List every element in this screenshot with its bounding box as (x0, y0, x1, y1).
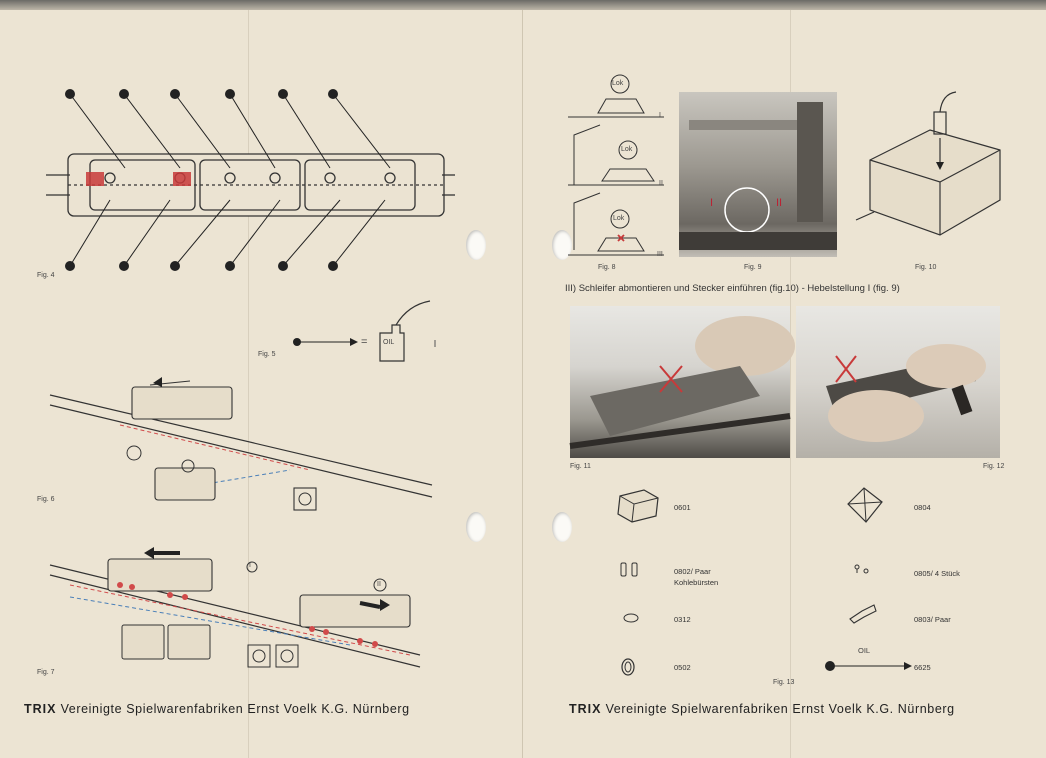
part-code-0805: 0805/ 4 Stück (914, 568, 960, 579)
fig12-photo (796, 306, 1000, 458)
part-desc: / Paar (690, 567, 711, 576)
fig6-caption: Fig. 6 (37, 496, 55, 503)
part-0802-icon (620, 562, 638, 577)
brand-name: TRIX (24, 702, 57, 716)
part-code-0804: 0804 (914, 503, 931, 512)
fig5-oil-diagram (293, 300, 436, 362)
punch-hole (466, 512, 486, 542)
company-name: Vereinigte Spielwarenfabriken Ernst Voel… (60, 702, 410, 716)
brand-name: TRIX (569, 702, 602, 716)
fig10-caption: Fig. 10 (915, 264, 937, 271)
fig6-wiring-diagram (49, 377, 433, 511)
part-desc-2: Kohlebürsten (674, 578, 719, 587)
part-desc: / Paar (930, 615, 951, 624)
center-fold (522, 10, 523, 758)
fig8-caption: Fig. 8 (598, 264, 616, 271)
part-0601-icon (617, 489, 659, 523)
fig7-dual-loco-diagram (49, 547, 421, 668)
lok-label: Lok (612, 80, 624, 87)
part-code: 0802 (674, 567, 691, 576)
part-code-0803: 0803/ Paar (914, 614, 951, 625)
fig7-caption: Fig. 7 (37, 669, 55, 676)
part-code-0601: 0601 (674, 503, 691, 512)
part-0804-icon (847, 487, 883, 523)
part-code: 0803 (914, 615, 931, 624)
fig13-caption: Fig. 13 (773, 679, 795, 686)
fig10-housing-diagram (855, 91, 1001, 236)
fig12-caption: Fig. 12 (983, 463, 1005, 470)
fig9-mark-left: I (710, 197, 714, 209)
part-0312-icon (623, 613, 639, 623)
punch-hole (552, 230, 572, 260)
fig5-caption: Fig. 5 (258, 351, 276, 358)
left-footer: TRIX Vereinigte Spielwarenfabriken Ernst… (24, 702, 410, 716)
right-footer: TRIX Vereinigte Spielwarenfabriken Ernst… (569, 702, 955, 716)
fig9-caption: Fig. 9 (744, 264, 762, 271)
part-desc: / 4 Stück (930, 569, 960, 578)
punch-hole (466, 230, 486, 260)
part-0803-icon (849, 604, 877, 624)
fig8-contact-diagram (568, 74, 664, 256)
position-mark-two: II (377, 581, 381, 588)
punch-hole (552, 512, 572, 542)
part-0805-icon (854, 564, 869, 574)
part-code-0502: 0502 (674, 663, 691, 672)
oil-label: OIL (858, 646, 871, 655)
scan-top-edge (0, 0, 1046, 10)
lok-label: Lok (621, 146, 633, 153)
part-code-6625: 6625 (914, 663, 931, 672)
part-code: 0805 (914, 569, 931, 578)
equals-sign: = (361, 336, 368, 348)
part-code-0802: 0802/ Paar Kohlebürsten (674, 566, 718, 588)
instruction-text: III) Schleifer abmontieren und Stecker e… (565, 283, 900, 294)
roman-label-iii: III (657, 251, 663, 258)
fig11-caption: Fig. 11 (570, 463, 591, 470)
fig9-mark-right: II (776, 197, 783, 209)
lok-label: Lok (613, 215, 625, 222)
company-name: Vereinigte Spielwarenfabriken Ernst Voel… (605, 702, 955, 716)
fig4-caption: Fig. 4 (37, 272, 55, 279)
part-0502-icon (621, 658, 635, 676)
roman-label-ii: II (659, 180, 663, 187)
fig11-photo (569, 306, 795, 458)
roman-label-i: I (659, 112, 661, 119)
fold-line (790, 10, 791, 758)
oil-bottle-label: OIL (383, 339, 395, 346)
oil-arrow-icon (825, 661, 912, 671)
fig4-lubrication-diagram (46, 89, 455, 271)
position-mark-one: I (249, 562, 251, 569)
part-code-0312: 0312 (674, 615, 691, 624)
fig9-photo (679, 92, 837, 257)
fold-line (248, 10, 249, 758)
